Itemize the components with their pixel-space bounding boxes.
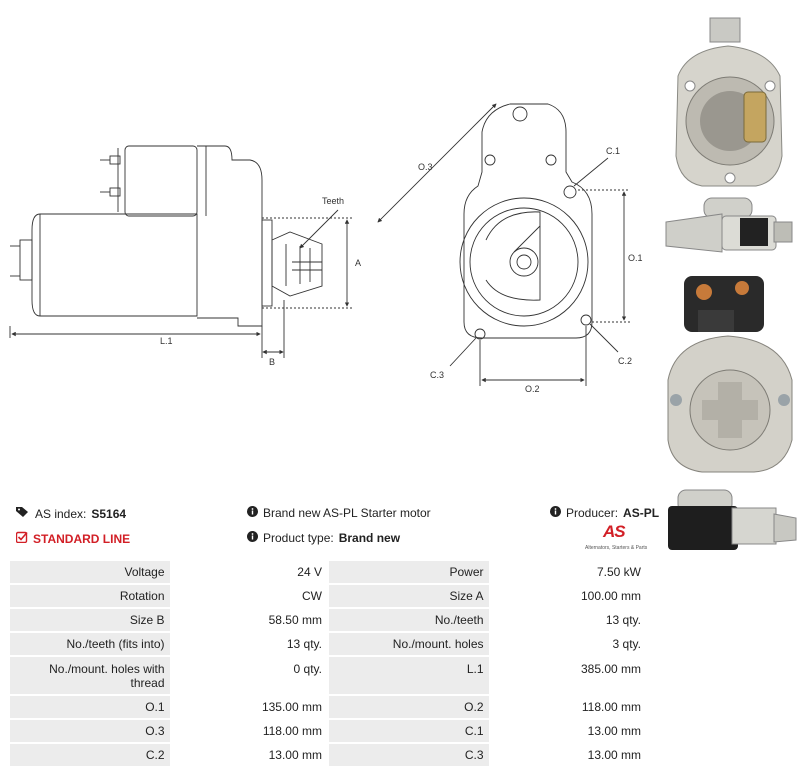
logo-tagline: Alternators, Starters & Parts	[585, 545, 648, 551]
table-row: O.1 135.00 mm O.2 118.00 mm	[10, 696, 646, 718]
standard-line-label: STANDARD LINE	[33, 531, 131, 546]
side-view	[9, 145, 352, 358]
dimension-o1-label: O.1	[628, 253, 643, 263]
spec-value: 13 qty.	[171, 633, 327, 655]
table-row: Voltage 24 V Power 7.50 kW	[10, 561, 646, 583]
spec-label: No./teeth	[328, 609, 489, 631]
standard-line-row: STANDARD LINE	[15, 531, 131, 546]
product-type-label: Product type:	[263, 531, 334, 545]
spec-label: Size B	[10, 609, 170, 631]
table-row: No./teeth (fits into) 13 qty. No./mount.…	[10, 633, 646, 655]
as-index-value: S5164	[91, 506, 127, 521]
spec-label: Power	[328, 561, 489, 583]
spec-label: C.3	[328, 744, 489, 766]
spec-label: No./mount. holes with thread	[10, 657, 170, 694]
spec-label: L.1	[328, 657, 489, 694]
spec-label: Voltage	[10, 561, 170, 583]
dimension-c2-label: C.2	[618, 356, 632, 366]
dimension-o2-label: O.2	[525, 384, 540, 394]
spec-label: Rotation	[10, 585, 170, 607]
info-circle-icon	[247, 531, 258, 545]
tags-icon	[16, 506, 30, 521]
spec-value: 13.00 mm	[490, 720, 646, 742]
producer-value: AS-PL	[623, 506, 660, 520]
spec-label: O.3	[10, 720, 170, 742]
producer-label: Producer:	[566, 506, 619, 520]
starter-angled-view-photo[interactable]	[658, 484, 800, 558]
producer-row: Producer: AS-PL	[550, 506, 659, 520]
spec-value: 58.50 mm	[171, 609, 327, 631]
table-row: C.2 13.00 mm C.3 13.00 mm	[10, 744, 646, 766]
logo-mark: AS	[603, 522, 626, 541]
description-text: Brand new AS-PL Starter motor	[263, 506, 431, 520]
table-row: Size B 58.50 mm No./teeth 13 qty.	[10, 609, 646, 631]
spec-value: 7.50 kW	[490, 561, 646, 583]
dimension-c1-label: C.1	[606, 146, 620, 156]
spec-label: O.2	[328, 696, 489, 718]
spec-label: Size A	[328, 585, 489, 607]
spec-value: 100.00 mm	[490, 585, 646, 607]
spec-label: No./mount. holes	[328, 633, 489, 655]
description-row: Brand new AS-PL Starter motor	[247, 506, 431, 520]
spec-value: 3 qty.	[490, 633, 646, 655]
specification-table: Voltage 24 V Power 7.50 kW Rotation CW S…	[8, 559, 648, 766]
spec-value: 13.00 mm	[171, 744, 327, 766]
dimension-c3-label: C.3	[430, 370, 444, 380]
spec-value: 13 qty.	[490, 609, 646, 631]
product-type-row: Product type: Brand new	[247, 531, 400, 545]
spec-value: 0 qty.	[171, 657, 327, 694]
as-logo: AS Alternators, Starters & Parts	[585, 522, 651, 556]
teeth-label: Teeth	[322, 196, 344, 206]
starter-flange-view-photo[interactable]	[658, 6, 800, 192]
check-square-icon	[15, 531, 28, 546]
table-row: O.3 118.00 mm C.1 13.00 mm	[10, 720, 646, 742]
info-circle-icon	[247, 506, 258, 520]
starter-terminal-view-photo[interactable]	[658, 270, 800, 478]
spec-value: 385.00 mm	[490, 657, 646, 694]
starter-side-view-photo[interactable]	[658, 190, 800, 266]
spec-label: C.2	[10, 744, 170, 766]
dimension-o3-label: O.3	[418, 162, 433, 172]
spec-value: 118.00 mm	[490, 696, 646, 718]
spec-value: 135.00 mm	[171, 696, 327, 718]
spec-value: 118.00 mm	[171, 720, 327, 742]
info-circle-icon	[550, 506, 561, 520]
table-row: No./mount. holes with thread 0 qty. L.1 …	[10, 657, 646, 694]
spec-label: No./teeth (fits into)	[10, 633, 170, 655]
front-view	[377, 103, 630, 386]
spec-value: 13.00 mm	[490, 744, 646, 766]
spec-label: O.1	[10, 696, 170, 718]
product-type-value: Brand new	[338, 531, 401, 545]
spec-value: 24 V	[171, 561, 327, 583]
as-index-row: AS index: S5164	[16, 506, 126, 521]
table-row: Rotation CW Size A 100.00 mm	[10, 585, 646, 607]
spec-value: CW	[171, 585, 327, 607]
spec-label: C.1	[328, 720, 489, 742]
technical-drawing: Teeth A B L.1 O.3 O.1 O.2 C.1 C.2 C.3	[9, 103, 643, 394]
as-index-label: AS index:	[35, 506, 87, 521]
dimension-a-label: A	[355, 258, 361, 268]
dimension-l1-label: L.1	[160, 336, 173, 346]
product-photos	[658, 0, 800, 566]
dimension-b-label: B	[269, 357, 275, 367]
